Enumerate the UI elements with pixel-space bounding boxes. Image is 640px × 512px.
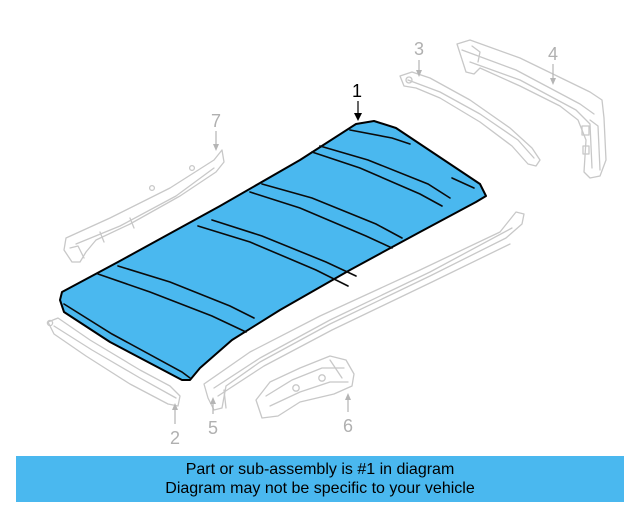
svg-text:4: 4 <box>548 44 558 64</box>
part-5-side-rail <box>203 211 525 411</box>
part-1-roof-panel <box>59 120 487 381</box>
banner-line-2: Diagram may not be specific to your vehi… <box>165 480 475 497</box>
svg-text:6: 6 <box>343 416 353 436</box>
svg-text:7: 7 <box>211 111 221 131</box>
part-2-front-header <box>46 317 181 407</box>
part-3-roof-bow <box>399 71 541 167</box>
svg-text:1: 1 <box>352 81 362 101</box>
svg-text:3: 3 <box>414 39 424 59</box>
part-4-rear-header <box>456 39 607 179</box>
callout-4: 4 <box>548 44 558 85</box>
banner-line-1: Part or sub-assembly is #1 in diagram <box>185 461 455 478</box>
callout-2: 2 <box>170 403 180 448</box>
diagram-info-banner: Part or sub-assembly is #1 in diagram Di… <box>16 456 624 502</box>
callout-3: 3 <box>414 39 424 77</box>
svg-text:2: 2 <box>170 428 180 448</box>
callout-7: 7 <box>211 111 221 151</box>
svg-text:5: 5 <box>208 418 218 438</box>
callout-1: 1 <box>352 81 362 121</box>
part-7-side-rail <box>63 149 225 263</box>
part-6-pillar-bracket <box>255 355 355 419</box>
callout-5: 5 <box>208 397 218 438</box>
callout-6: 6 <box>343 393 353 436</box>
